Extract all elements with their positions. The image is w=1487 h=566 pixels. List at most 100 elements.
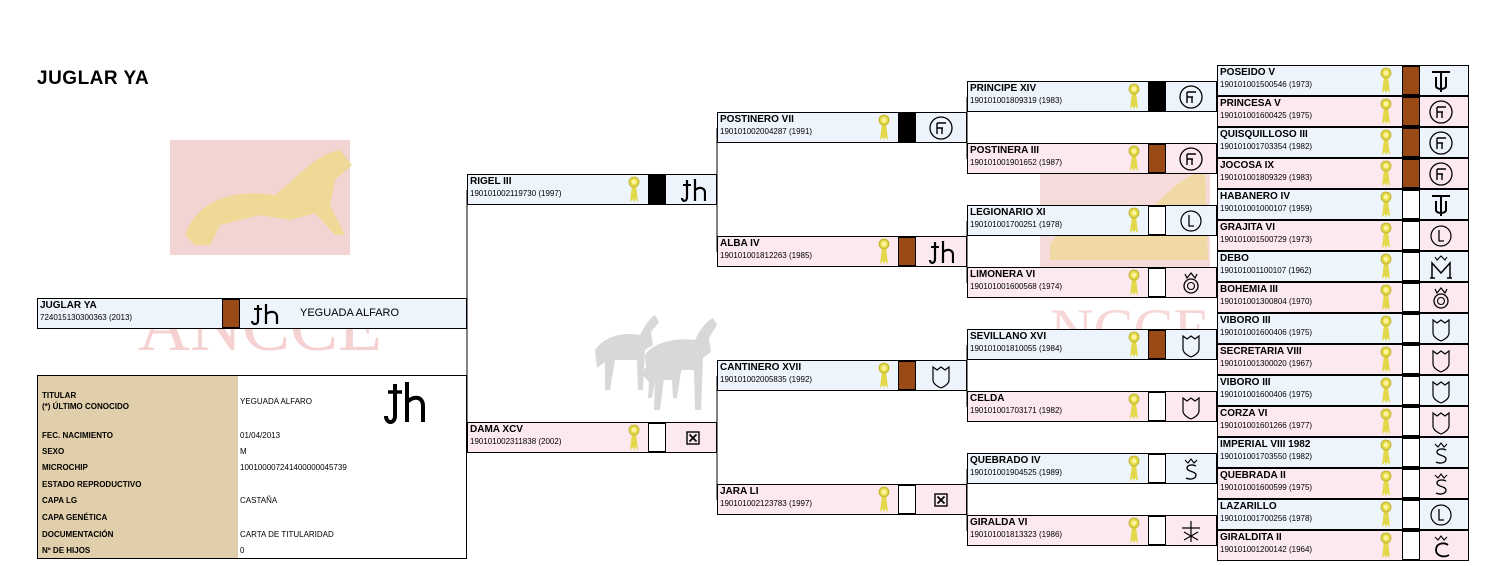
ancestor-box[interactable]: HABANERO IV 190101001000107 (1959): [1217, 189, 1469, 220]
coat-color-swatch: [1402, 252, 1420, 281]
ancestor-name: PRINCESA V: [1220, 98, 1281, 109]
rosette-icon: [628, 424, 640, 451]
value-titular: YEGUADA ALFARO: [240, 397, 313, 406]
ancestor-name: SECRETARIA VIII: [1220, 346, 1302, 357]
subject-registration: 724015130300363 (2013): [40, 313, 133, 322]
f-circle-icon: [1179, 147, 1203, 171]
ancestor-box[interactable]: GIRALDITA II 190101001200142 (1964): [1217, 530, 1469, 561]
label-titular: TITULAR: [42, 391, 77, 400]
ancestor-registration: 190101001703171 (1982): [970, 406, 1063, 415]
ancestor-name: LEGIONARIO XI: [970, 207, 1046, 218]
ancestor-name: HABANERO IV: [1220, 191, 1291, 202]
coat-color-swatch: [1148, 82, 1166, 111]
ancestor-name: QUEBRADO IV: [970, 455, 1041, 466]
s-crown-icon: [1184, 458, 1198, 480]
f-circle-icon: [1179, 85, 1203, 109]
label-estado-reproductivo: ESTADO REPRODUCTIVO: [42, 480, 142, 489]
ancestor-registration: 190101001901652 (1987): [970, 158, 1063, 167]
coat-color-swatch: [648, 175, 666, 204]
coat-color-swatch: [648, 423, 666, 452]
rosette-icon: [1128, 455, 1140, 482]
subject-box[interactable]: JUGLAR YA 724015130300363 (2013) YEGUADA…: [37, 298, 467, 329]
ancestor-registration: 190101002004287 (1991): [720, 127, 813, 136]
jh-icon: [928, 241, 954, 264]
ancestor-name: LAZARILLO: [1220, 501, 1277, 512]
ancestor-registration: 190101001700251 (1978): [970, 220, 1063, 229]
rosette-icon: [1380, 532, 1392, 559]
ancestor-name: QUISQUILLOSO III: [1220, 129, 1308, 140]
ancestor-name: IMPERIAL VIII 1982: [1220, 439, 1311, 450]
rosette-icon: [1128, 517, 1140, 544]
rosette-icon: [628, 176, 640, 203]
ancestor-name: JARA LI: [720, 486, 759, 497]
ancestor-registration: 190101001703550 (1982): [1220, 452, 1313, 461]
rosette-icon: [1380, 160, 1392, 187]
value-fec-nacimiento: 01/04/2013: [240, 431, 281, 440]
ancestor-box[interactable]: LEGIONARIO XI 190101001700251 (1978): [967, 205, 1217, 236]
l-circle-icon: [1430, 504, 1452, 526]
ancestor-registration: 190101001200142 (1964): [1220, 545, 1313, 554]
coat-color-swatch: [1148, 454, 1166, 483]
jh-icon: [384, 382, 425, 424]
subject-breeder: YEGUADA ALFARO: [300, 307, 400, 319]
coat-color-swatch: [898, 361, 916, 390]
ancestor-box[interactable]: JARA LI 190101002123783 (1997): [717, 484, 967, 515]
ancestor-name: ALBA IV: [720, 238, 760, 249]
label-ultimo-conocido: (*) ÚLTIMO CONOCIDO: [42, 402, 129, 411]
coat-color-swatch: [1402, 407, 1420, 436]
subject-name: JUGLAR YA: [40, 300, 97, 311]
coat-color-swatch: [1402, 159, 1420, 188]
shield-icon: [1432, 349, 1450, 373]
m-crown-icon: [1430, 255, 1452, 279]
rosette-icon: [1128, 145, 1140, 172]
f-circle-icon: [1429, 131, 1453, 155]
label-microchip: MICROCHIP: [42, 463, 88, 472]
ancestor-registration: 190101002123783 (1997): [720, 499, 813, 508]
rosette-icon: [1380, 129, 1392, 156]
ancestor-name: DAMA XCV: [470, 424, 523, 435]
coat-color-swatch: [1402, 438, 1420, 467]
ancestor-box[interactable]: IMPERIAL VIII 1982 190101001703550 (1982): [1217, 437, 1469, 468]
rosette-icon: [1380, 439, 1392, 466]
rosette-icon: [1380, 377, 1392, 404]
ancestor-registration: 190101001600599 (1975): [1220, 483, 1313, 492]
ancestor-box[interactable]: LAZARILLO 190101001700256 (1978): [1217, 499, 1469, 530]
shield-icon: [1432, 411, 1450, 435]
ancestor-registration: 190101001809329 (1983): [1220, 173, 1313, 182]
rosette-icon: [1380, 253, 1392, 280]
ancestor-name: RIGEL III: [470, 176, 512, 187]
f-circle-icon: [1429, 100, 1453, 124]
rosette-icon: [1380, 284, 1392, 311]
coat-color-swatch: [1402, 531, 1420, 560]
ancestor-registration: 190101001700256 (1978): [1220, 514, 1313, 523]
ancestor-registration: 190101001000107 (1959): [1220, 204, 1313, 213]
ancestor-name: GIRALDITA II: [1220, 532, 1282, 543]
coat-color-swatch: [1148, 206, 1166, 235]
coat-color-swatch: [1148, 268, 1166, 297]
s-crown-icon: [1434, 442, 1448, 464]
